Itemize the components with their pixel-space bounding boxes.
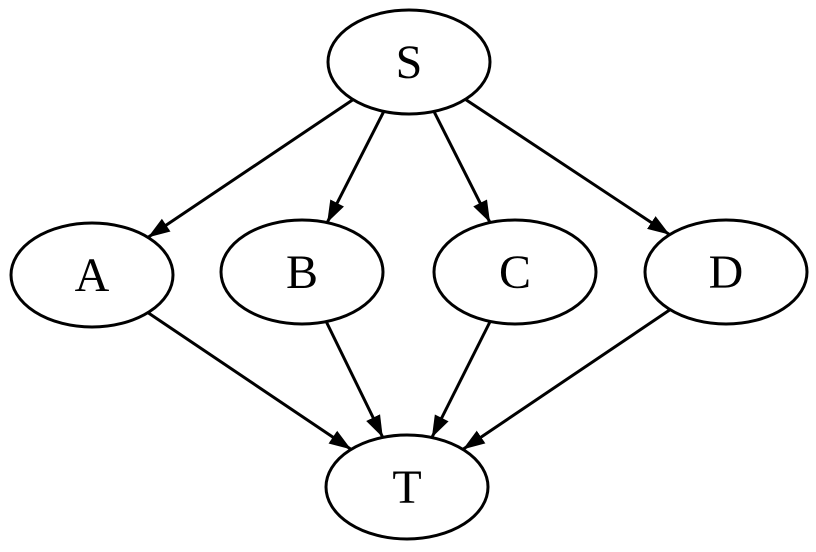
node-T-ellipse: [324, 433, 490, 541]
edge-S-A: [147, 98, 354, 239]
node-C-label: C: [499, 246, 531, 299]
node-D: D: [643, 218, 809, 326]
node-T: T: [324, 433, 490, 541]
node-B: B: [219, 218, 385, 326]
node-A-label: A: [75, 249, 110, 302]
node-D-ellipse: [643, 218, 809, 326]
node-S-ellipse: [326, 8, 492, 116]
edges-layer: [147, 98, 671, 451]
edge-S-D: [464, 98, 671, 236]
edge-B-T: [324, 320, 385, 439]
edge-D-T: [462, 308, 671, 451]
node-B-ellipse: [219, 218, 385, 326]
nodes-layer: S A B C D T: [9, 8, 809, 541]
edge-A-T: [147, 311, 352, 451]
node-S-label: S: [396, 36, 423, 89]
edge-C-T: [430, 320, 492, 439]
edge-S-B: [325, 110, 386, 224]
edge-S-C: [432, 110, 492, 224]
node-A: A: [9, 221, 175, 329]
node-C: C: [432, 218, 598, 326]
node-D-label: D: [709, 246, 744, 299]
node-B-label: B: [286, 246, 318, 299]
node-A-ellipse: [9, 221, 175, 329]
node-T-label: T: [392, 461, 421, 514]
node-S: S: [326, 8, 492, 116]
node-C-ellipse: [432, 218, 598, 326]
